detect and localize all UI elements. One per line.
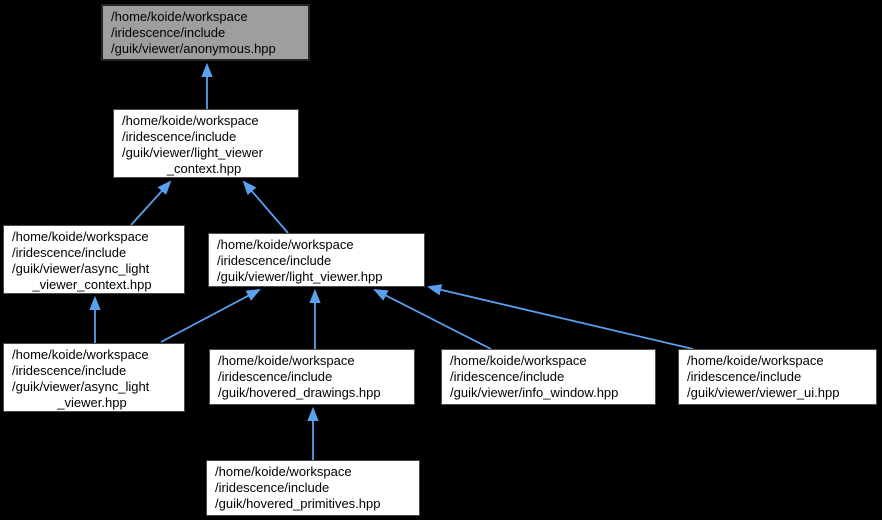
node-label-line: /home/koide/workspace xyxy=(111,9,248,24)
node-hovered-drawings-hpp[interactable]: /home/koide/workspace /iridescence/inclu… xyxy=(209,349,415,405)
node-label-line: _context.hpp xyxy=(166,161,242,176)
node-label-line: /iridescence/include xyxy=(12,245,127,260)
node-light-viewer-hpp[interactable]: /home/koide/workspace /iridescence/inclu… xyxy=(208,233,425,287)
node-anonymous-hpp[interactable]: /home/koide/workspace /iridescence/inclu… xyxy=(101,4,310,61)
node-label-line: /home/koide/workspace xyxy=(12,229,149,244)
node-label-line: /guik/hovered_primitives.hpp xyxy=(215,496,381,511)
node-light-viewer-context-hpp[interactable]: /home/koide/workspace /iridescence/inclu… xyxy=(113,109,299,178)
edge-async-lv-to-light-viewer xyxy=(160,288,261,343)
node-viewer-ui-hpp[interactable]: /home/koide/workspace /iridescence/inclu… xyxy=(678,349,877,405)
node-label-line: /home/koide/workspace xyxy=(218,353,355,368)
node-async-light-viewer-context-hpp[interactable]: /home/koide/workspace /iridescence/inclu… xyxy=(3,225,185,294)
node-label-line: /home/koide/workspace xyxy=(450,353,587,368)
node-label-line: /iridescence/include xyxy=(217,253,332,268)
node-label-line: /iridescence/include xyxy=(122,129,237,144)
node-label-line: /iridescence/include xyxy=(450,369,565,384)
node-label-line: /iridescence/include xyxy=(215,480,330,495)
edge-info-window-to-light-viewer xyxy=(373,289,492,350)
node-info-window-hpp[interactable]: /home/koide/workspace /iridescence/inclu… xyxy=(441,349,656,405)
node-label-line: /guik/viewer/info_window.hpp xyxy=(450,385,619,400)
node-label-line: /iridescence/include xyxy=(687,369,802,384)
node-label-line: /home/koide/workspace xyxy=(687,353,824,368)
edge-async-lv-context-to-light-viewer-context xyxy=(130,180,172,226)
node-label-line: /iridescence/include xyxy=(218,369,333,384)
node-label-line: _viewer.hpp xyxy=(57,395,127,410)
node-label-line: /guik/viewer/viewer_ui.hpp xyxy=(687,385,840,400)
node-label-line: /home/koide/workspace xyxy=(122,113,259,128)
node-label-line: /iridescence/include xyxy=(111,25,226,40)
edge-light-viewer-to-light-viewer-context xyxy=(242,180,289,234)
node-label-line: _viewer_context.hpp xyxy=(32,277,152,292)
edge-viewer-ui-to-light-viewer xyxy=(426,284,694,350)
node-label-line: /guik/viewer/async_light xyxy=(12,379,150,394)
node-label-line: /guik/viewer/light_viewer.hpp xyxy=(217,269,383,284)
node-label-line: /home/koide/workspace xyxy=(217,237,354,252)
node-hovered-primitives-hpp[interactable]: /home/koide/workspace /iridescence/inclu… xyxy=(206,460,420,516)
node-label-line: /iridescence/include xyxy=(12,363,127,378)
node-label-line: /guik/viewer/anonymous.hpp xyxy=(111,41,276,56)
node-label-line: /home/koide/workspace xyxy=(12,347,149,362)
node-label-line: /guik/viewer/light_viewer xyxy=(122,145,263,160)
node-label-line: /home/koide/workspace xyxy=(215,464,352,479)
node-label-line: /guik/hovered_drawings.hpp xyxy=(218,385,381,400)
node-async-light-viewer-hpp[interactable]: /home/koide/workspace /iridescence/inclu… xyxy=(3,343,185,412)
node-label-line: /guik/viewer/async_light xyxy=(12,261,150,276)
